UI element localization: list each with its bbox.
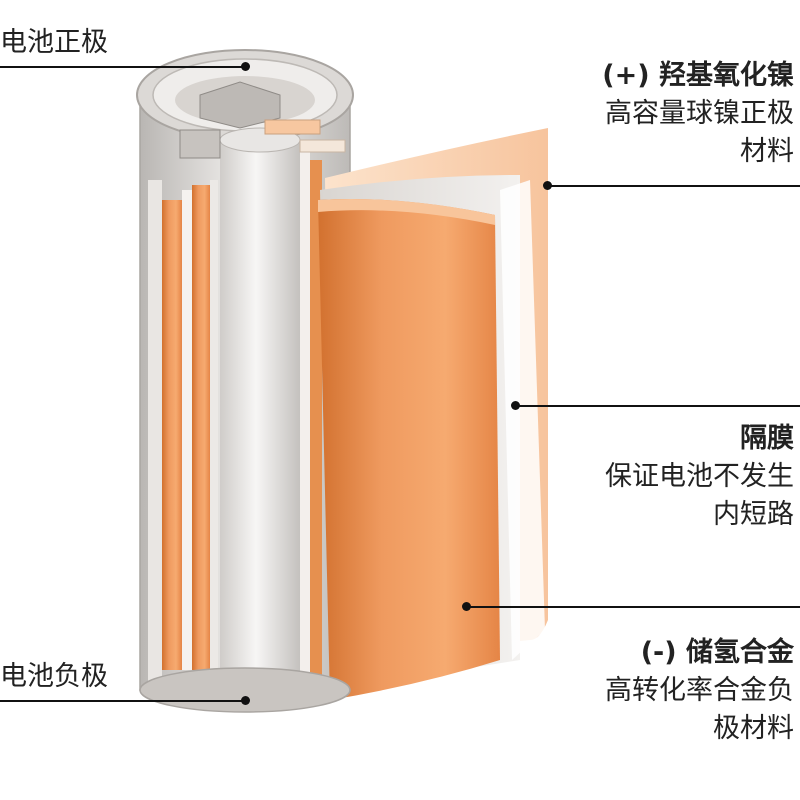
anode-desc-1: 高转化率合金负 xyxy=(605,675,794,706)
leader-positive xyxy=(0,66,245,68)
callout-anode: (-) 储氢合金 高转化率合金负 极材料 xyxy=(605,634,794,748)
separator-desc-1: 保证电池不发生 xyxy=(605,461,794,492)
inner-wraps xyxy=(300,150,322,690)
separator-title: 隔膜 xyxy=(740,423,794,454)
anode-title: (-) 储氢合金 xyxy=(640,637,794,668)
callout-separator: 隔膜 保证电池不发生 内短路 xyxy=(605,420,794,534)
cathode-title: (+) 羟基氧化镍 xyxy=(602,60,794,91)
top-cap-hardware xyxy=(179,81,346,159)
central-core xyxy=(219,127,301,692)
anode-sheet xyxy=(318,199,500,700)
leader-anode xyxy=(466,606,800,608)
cathode-desc-1: 高容量球镍正极 xyxy=(605,98,794,129)
dot-anode xyxy=(462,602,471,611)
cathode-desc-2: 材料 xyxy=(740,136,794,167)
leader-negative xyxy=(0,700,245,702)
dot-separator xyxy=(511,401,520,410)
dot-cathode xyxy=(543,181,552,190)
dot-negative xyxy=(241,696,250,705)
label-positive-terminal: 电池正极 xyxy=(0,27,108,58)
separator-desc-2: 内短路 xyxy=(713,499,794,530)
anode-desc-2: 极材料 xyxy=(713,713,794,744)
label-negative-terminal: 电池负极 xyxy=(0,661,108,692)
can-bottom xyxy=(139,667,351,713)
leader-separator xyxy=(515,405,800,407)
dot-positive xyxy=(241,62,250,71)
callout-cathode: (+) 羟基氧化镍 高容量球镍正极 材料 xyxy=(602,57,794,171)
left-cutaway-layers xyxy=(148,180,218,685)
leader-cathode xyxy=(548,185,800,187)
